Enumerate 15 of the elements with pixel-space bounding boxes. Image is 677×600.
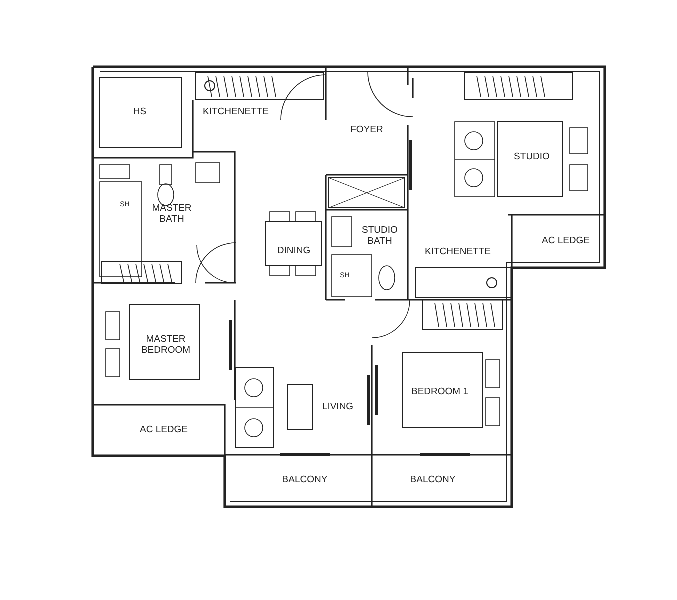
room-label: HS bbox=[133, 106, 147, 118]
room-label: STUDIO BATH bbox=[361, 225, 399, 247]
room-label: LIVING bbox=[322, 402, 354, 412]
room-label: BALCONY bbox=[282, 474, 328, 486]
room-label: FOYER bbox=[350, 124, 384, 136]
room-label: STUDIO bbox=[514, 152, 550, 162]
room-label: BEDROOM 1 bbox=[412, 386, 468, 398]
room-label: BALCONY bbox=[410, 474, 456, 486]
room-label: AC LEDGE bbox=[140, 424, 188, 436]
room-label: AC LEDGE bbox=[542, 236, 590, 246]
room-label: DINING bbox=[277, 246, 311, 256]
room-label: MASTER BATH bbox=[151, 203, 193, 225]
room-label: KITCHENETTE bbox=[203, 106, 269, 118]
room-label: MASTER BEDROOM bbox=[140, 334, 192, 356]
room-label: KITCHENETTE bbox=[425, 246, 491, 258]
